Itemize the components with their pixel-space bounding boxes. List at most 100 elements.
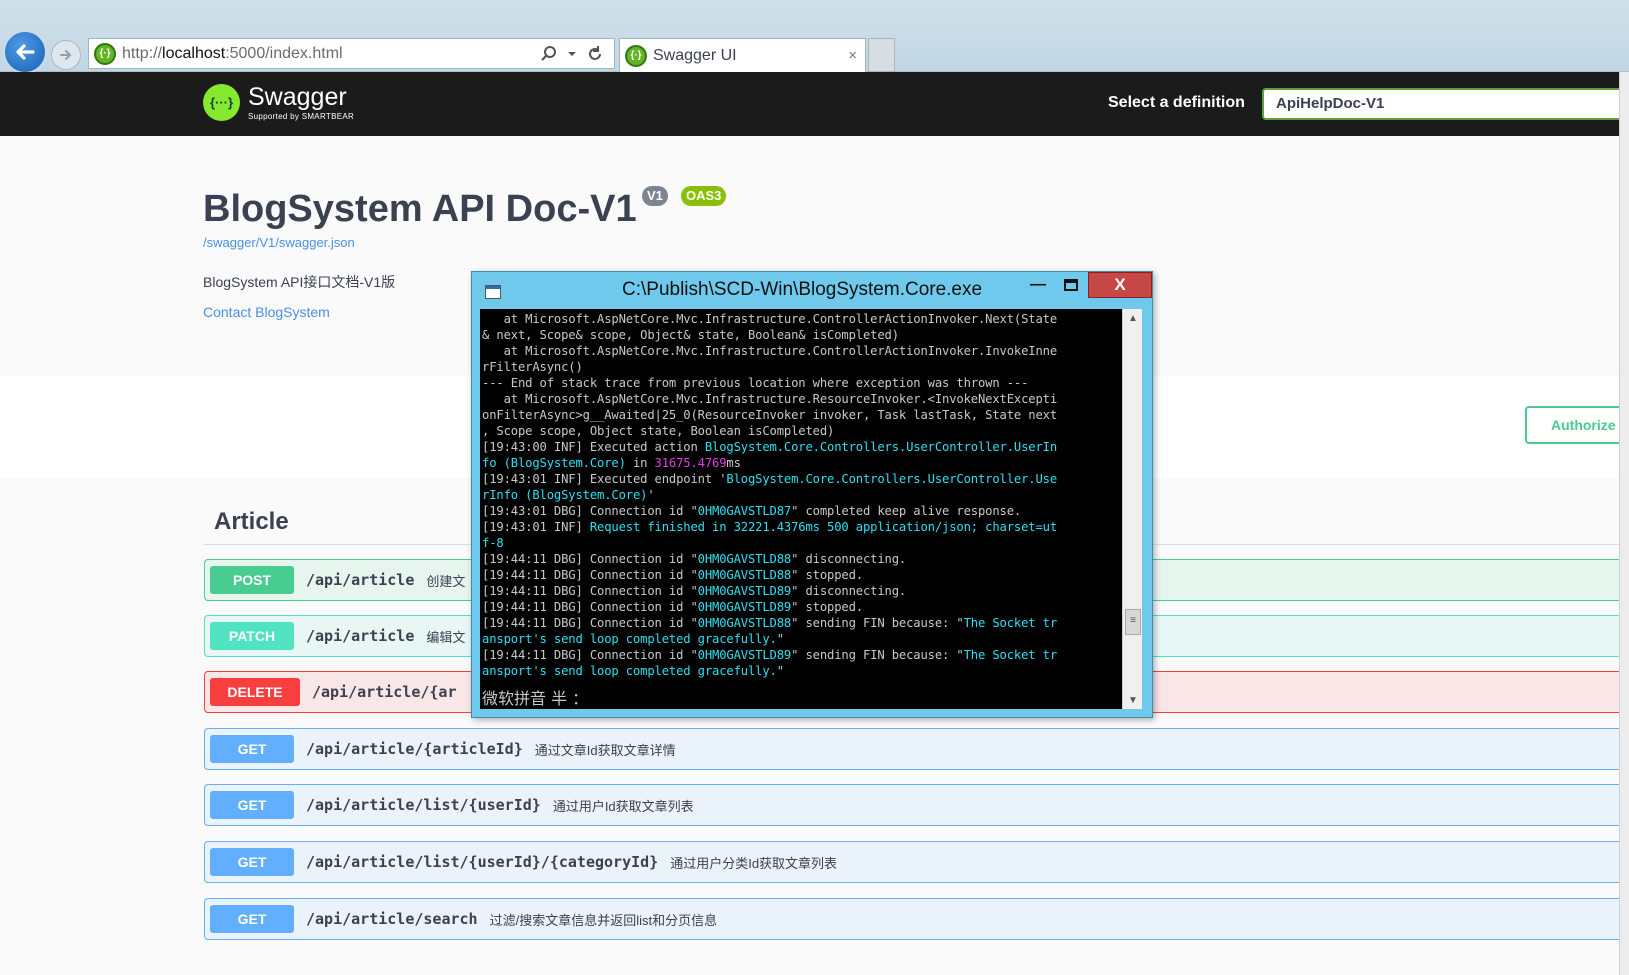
opblock-get-article-list[interactable]: GET /api/article/list/{userId} 通过用户Id获取文…: [204, 784, 1629, 826]
console-line: [19:43:01 INF] Request finished in 32221…: [482, 519, 1122, 535]
console-text: [19:44:11 DBG] Connection id ": [482, 648, 698, 662]
search-icon[interactable]: [540, 45, 558, 63]
console-line: ansport's send loop completed gracefully…: [482, 631, 1122, 647]
console-window[interactable]: C:\Publish\SCD-Win\BlogSystem.Core.exe —…: [471, 271, 1153, 718]
console-line: , Scope scope, Object state, Boolean isC…: [482, 423, 1122, 439]
new-tab-button[interactable]: [868, 38, 895, 72]
console-text: rInfo (BlogSystem.Core): [482, 488, 648, 502]
console-text: 0HM0GAVSTLD88: [697, 568, 792, 582]
address-bar[interactable]: {·} http://localhost:5000/index.html: [88, 38, 615, 69]
console-text: " stopped.: [791, 568, 863, 582]
console-text: rFilterAsync(): [482, 360, 583, 374]
console-line: & next, Scope& scope, Object& state, Boo…: [482, 327, 1122, 343]
method-badge: PATCH: [210, 622, 294, 650]
minimize-icon: —: [1030, 276, 1046, 293]
back-button[interactable]: [3, 30, 47, 74]
maximize-icon: [1064, 279, 1078, 291]
opblock-get-article-by-id[interactable]: GET /api/article/{articleId} 通过文章Id获取文章详…: [204, 728, 1629, 770]
method-badge: GET: [210, 848, 294, 876]
scroll-thumb[interactable]: ≡: [1125, 609, 1141, 635]
swagger-logo[interactable]: {···} Swagger Supported by SMARTBEAR: [203, 84, 354, 121]
op-summary: 创建文: [426, 573, 466, 589]
console-line: at Microsoft.AspNetCore.Mvc.Infrastructu…: [482, 391, 1122, 407]
console-line: [19:43:00 INF] Executed action BlogSyste…: [482, 439, 1122, 455]
console-output[interactable]: at Microsoft.AspNetCore.Mvc.Infrastructu…: [480, 309, 1122, 709]
url-text[interactable]: http://localhost:5000/index.html: [122, 44, 343, 62]
close-button[interactable]: X: [1088, 272, 1152, 298]
console-text: Request finished in 32221.4376ms 500 app…: [589, 520, 1057, 534]
page-scrollbar[interactable]: [1619, 72, 1629, 975]
console-line: rInfo (BlogSystem.Core)': [482, 487, 1122, 503]
scroll-down-icon[interactable]: ▼: [1128, 694, 1138, 706]
console-line: [19:44:11 DBG] Connection id "0HM0GAVSTL…: [482, 583, 1122, 599]
console-text: fo (BlogSystem.Core): [482, 456, 626, 470]
swagger-json-link[interactable]: /swagger/V1/swagger.json: [203, 235, 355, 250]
console-text: ansport's send loop completed gracefully…: [482, 664, 777, 678]
console-text: [19:43:01 DBG] Connection id ": [482, 504, 698, 518]
refresh-icon[interactable]: [586, 45, 604, 63]
console-line: [19:44:11 DBG] Connection id "0HM0GAVSTL…: [482, 615, 1122, 631]
console-title: C:\Publish\SCD-Win\BlogSystem.Core.exe: [622, 279, 983, 300]
op-path: /api/article: [306, 627, 415, 645]
oas-badge: OAS3: [681, 186, 727, 206]
forward-arrow-icon: [60, 50, 72, 60]
opblock-get-article-search[interactable]: GET /api/article/search 过滤/搜索文章信息并返回list…: [204, 898, 1629, 940]
console-text: " stopped.: [791, 600, 863, 614]
op-summary: 通过用户分类Id获取文章列表: [670, 855, 838, 871]
back-arrow-icon: [16, 44, 35, 60]
console-text: The Socket tr: [963, 648, 1058, 662]
console-text: ": [776, 664, 784, 678]
console-text: [19:44:11 DBG] Connection id ": [482, 568, 698, 582]
method-badge: GET: [210, 735, 294, 763]
swagger-logo-icon: {···}: [203, 84, 240, 121]
console-text: f-8: [482, 536, 504, 550]
method-badge: GET: [210, 791, 294, 819]
console-text: " completed keep alive response.: [791, 504, 1022, 518]
console-text: & next, Scope& scope, Object& state, Boo…: [482, 328, 899, 342]
version-badge: V1: [642, 186, 668, 206]
console-text: [19:44:11 DBG] Connection id ": [482, 616, 698, 630]
console-text: [19:44:11 DBG] Connection id ": [482, 600, 698, 614]
api-description: BlogSystem API接口文档-V1版: [203, 274, 396, 290]
forward-button[interactable]: [51, 40, 81, 70]
method-badge: GET: [210, 905, 294, 933]
chevron-down-icon[interactable]: [567, 49, 577, 59]
authorize-button[interactable]: Authorize: [1525, 406, 1629, 444]
console-text: at Microsoft.AspNetCore.Mvc.Infrastructu…: [482, 344, 1058, 358]
method-badge: POST: [210, 566, 294, 594]
site-favicon-icon: {·}: [94, 42, 116, 65]
browser-tab[interactable]: {·} Swagger UI ×: [619, 38, 866, 72]
tag-title[interactable]: Article: [214, 508, 289, 535]
console-line: --- End of stack trace from previous loc…: [482, 375, 1122, 391]
opblock-get-article-list-category[interactable]: GET /api/article/list/{userId}/{category…: [204, 841, 1629, 883]
minimize-button[interactable]: —: [1022, 272, 1054, 298]
definition-select[interactable]: ApiHelpDoc-V1: [1262, 88, 1629, 120]
console-line: [19:44:11 DBG] Connection id "0HM0GAVSTL…: [482, 647, 1122, 663]
console-text: [19:43:01 INF] Executed endpoint ': [482, 472, 727, 486]
definition-label: Select a definition: [1108, 94, 1245, 111]
ime-status: 微软拼音 半 ：: [482, 689, 589, 708]
console-text: [19:43:01 INF]: [482, 520, 590, 534]
console-line: rFilterAsync(): [482, 359, 1122, 375]
console-text: " disconnecting.: [791, 552, 907, 566]
console-system-icon[interactable]: [485, 285, 501, 299]
logo-subtext: Supported by SMARTBEAR: [248, 111, 355, 121]
op-path: /api/article/search: [306, 910, 478, 928]
close-icon[interactable]: ×: [848, 47, 857, 64]
console-text: 0HM0GAVSTLD89: [697, 584, 792, 598]
op-path: /api/article/list/{userId}: [306, 796, 541, 814]
op-path: /api/article/{ar: [312, 683, 457, 701]
console-text: --- End of stack trace from previous loc…: [482, 376, 1029, 390]
contact-link[interactable]: Contact BlogSystem: [203, 304, 330, 320]
console-line: [19:44:11 DBG] Connection id "0HM0GAVSTL…: [482, 599, 1122, 615]
maximize-button[interactable]: [1055, 272, 1087, 298]
method-badge: DELETE: [210, 678, 300, 706]
console-text: ': [647, 488, 655, 502]
op-summary: 编辑文: [426, 629, 466, 645]
console-text: The Socket tr: [963, 616, 1058, 630]
console-line: at Microsoft.AspNetCore.Mvc.Infrastructu…: [482, 311, 1122, 327]
console-scrollbar[interactable]: ▲ ≡ ▼: [1122, 309, 1142, 709]
console-line: at Microsoft.AspNetCore.Mvc.Infrastructu…: [482, 343, 1122, 359]
scroll-up-icon[interactable]: ▲: [1128, 312, 1138, 324]
console-text: at Microsoft.AspNetCore.Mvc.Infrastructu…: [482, 312, 1058, 326]
